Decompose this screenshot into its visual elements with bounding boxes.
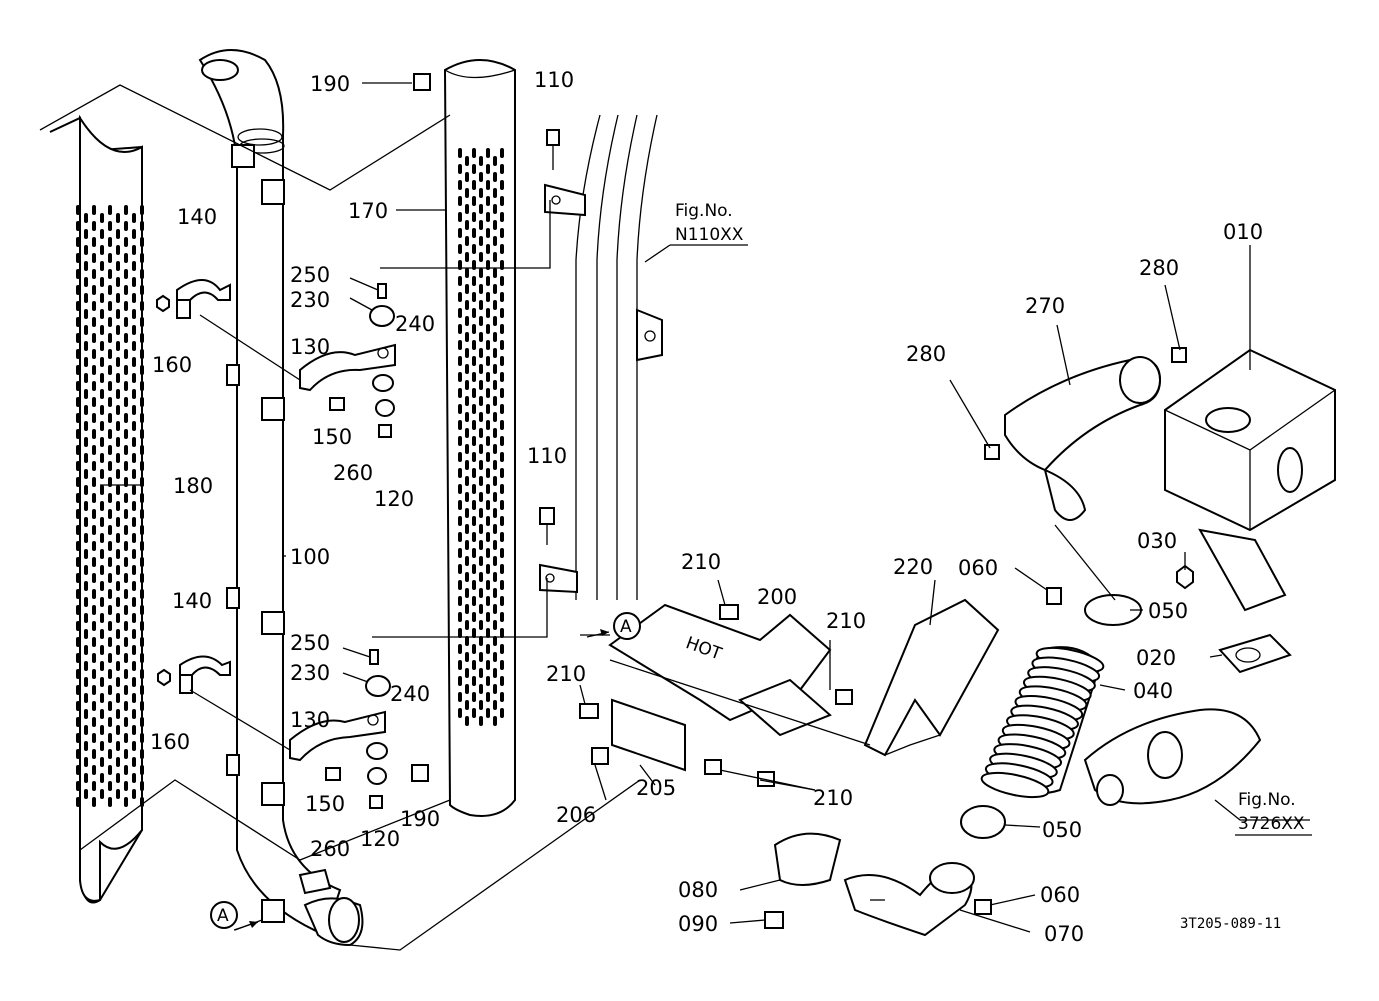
label-250-lower: 250 [290, 631, 330, 655]
label-210-right: 210 [826, 609, 866, 633]
label-090: 090 [678, 912, 718, 936]
label-150-upper: 150 [312, 425, 352, 449]
shield-180 [49, 114, 144, 904]
label-250-upper: 250 [290, 263, 330, 287]
bellows-040-rings [980, 646, 1105, 799]
label-205: 205 [636, 776, 676, 800]
heat-guard-220 [863, 598, 1000, 757]
label-150-lower: 150 [305, 792, 345, 816]
frame-lines [539, 114, 663, 600]
label-270: 270 [1025, 294, 1065, 318]
label-100: 100 [290, 545, 330, 569]
label-206: 206 [556, 803, 596, 827]
pipe-brackets [226, 144, 332, 923]
label-110-lower: 110 [527, 444, 567, 468]
marker-a-left: A [210, 901, 259, 931]
svg-text:3726XX: 3726XX [1238, 814, 1305, 834]
label-140-lower: 140 [172, 589, 212, 613]
plate-205 [611, 698, 686, 772]
label-070: 070 [1044, 922, 1084, 946]
label-180: 180 [173, 474, 213, 498]
label-120-lower: 120 [360, 827, 400, 851]
figure-ref-n110xx: Fig.No. N110XX [670, 201, 748, 246]
label-280-left: 280 [906, 342, 946, 366]
shield-170 [443, 59, 516, 817]
clamp-hardware [156, 73, 431, 809]
label-280-right: 280 [1139, 256, 1179, 280]
svg-text:A: A [620, 617, 632, 637]
label-210-top: 210 [681, 550, 721, 574]
label-260-upper: 260 [333, 461, 373, 485]
heat-cover-200: HOT [579, 603, 853, 787]
label-160-lower: 160 [150, 730, 190, 754]
label-190-lower: 190 [400, 807, 440, 831]
shield-170-slots [458, 148, 504, 726]
label-140-upper: 140 [177, 205, 217, 229]
label-060-lower: 060 [1040, 883, 1080, 907]
label-040: 040 [1133, 679, 1173, 703]
label-200: 200 [757, 585, 797, 609]
label-110-upper: 110 [534, 68, 574, 92]
label-160-upper: 160 [152, 353, 192, 377]
label-130-upper: 130 [290, 335, 330, 359]
marker-a-right: A [586, 612, 641, 640]
label-050-lower: 050 [1042, 818, 1082, 842]
label-240-lower: 240 [390, 682, 430, 706]
svg-text:Fig.No.: Fig.No. [675, 201, 733, 221]
exhaust-pipe-100 [198, 49, 364, 947]
svg-text:A: A [217, 906, 229, 926]
label-050-upper: 050 [1148, 599, 1188, 623]
label-120-upper: 120 [374, 487, 414, 511]
drawing-code: 3T205-089-11 [1180, 916, 1281, 932]
label-210-bottom: 210 [813, 786, 853, 810]
label-220: 220 [893, 555, 933, 579]
label-210-left: 210 [546, 662, 586, 686]
label-170: 170 [348, 199, 388, 223]
label-230-lower: 230 [290, 661, 330, 685]
label-080: 080 [678, 878, 718, 902]
flex-pipe-assembly [764, 587, 1142, 937]
label-030: 030 [1137, 529, 1177, 553]
label-060-upper: 060 [958, 556, 998, 580]
label-010: 010 [1223, 220, 1263, 244]
label-230-upper: 230 [290, 288, 330, 312]
label-020: 020 [1136, 646, 1176, 670]
muffler-010 [1083, 348, 1336, 806]
svg-text:N110XX: N110XX [675, 225, 744, 245]
tail-pipe-270 [984, 347, 1187, 521]
label-240-upper: 240 [395, 312, 435, 336]
label-190-upper: 190 [310, 72, 350, 96]
label-260-lower: 260 [310, 837, 350, 861]
svg-text:Fig.No.: Fig.No. [1238, 790, 1296, 810]
part-labels: 010 020 030 040 050 050 060 060 070 080 … [150, 68, 1263, 946]
leader-lines [39, 82, 1310, 951]
figure-ref-3726xx: Fig.No. 3726XX [1235, 790, 1312, 836]
label-130-lower: 130 [290, 708, 330, 732]
